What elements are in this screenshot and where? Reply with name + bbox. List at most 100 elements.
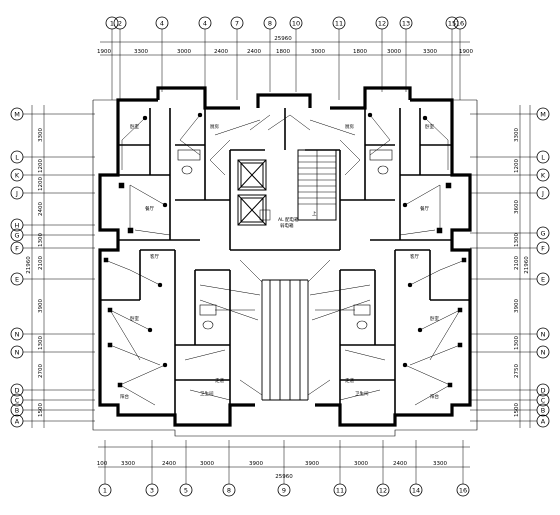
- svg-text:C: C: [15, 397, 20, 405]
- light-fixture-icon: [402, 362, 408, 368]
- dim-label: 2750: [514, 364, 520, 378]
- axis-bubble-top: 8: [263, 16, 277, 30]
- svg-text:12: 12: [378, 20, 386, 28]
- room-label: 走道: [215, 377, 224, 384]
- panel-note: 弱电箱: [280, 222, 294, 229]
- axis-bubble-left: N: [10, 327, 24, 341]
- dim-label: 1500: [38, 403, 44, 417]
- socket-icon: [457, 307, 463, 313]
- light-fixture-icon: [197, 112, 203, 118]
- room-label: 餐厅: [145, 205, 154, 212]
- svg-text:L: L: [15, 154, 19, 162]
- axis-bubble-top: 16: [453, 16, 467, 30]
- svg-text:A: A: [541, 418, 546, 426]
- bottom-axis-bubbles: 1 3 5 8 9 11 12 14 16: [98, 483, 470, 497]
- dim-label: 2400: [214, 49, 228, 55]
- socket-icon: [107, 307, 113, 313]
- svg-text:D: D: [14, 387, 19, 395]
- room-label: 走道: [345, 377, 354, 384]
- svg-text:2: 2: [118, 20, 122, 28]
- svg-text:K: K: [541, 172, 546, 180]
- svg-text:12: 12: [379, 487, 387, 495]
- switch-icon: [445, 182, 452, 189]
- axis-bubble-left: L: [10, 150, 24, 164]
- socket-icon: [117, 382, 123, 388]
- axis-bubble-bottom: 9: [277, 483, 291, 497]
- svg-text:16: 16: [459, 487, 467, 495]
- axis-bubble-right: N: [536, 327, 550, 341]
- dim-label: 1300: [514, 336, 520, 350]
- svg-text:13: 13: [402, 20, 410, 28]
- room-label: 客厅: [150, 253, 159, 260]
- dim-label: 3300: [423, 49, 437, 55]
- svg-text:C: C: [541, 397, 546, 405]
- svg-text:L: L: [541, 154, 545, 162]
- bottom-dimensions: 100 3300 2400 3000 3900 3900 3000 2400 3…: [97, 461, 448, 480]
- svg-text:1: 1: [103, 487, 107, 495]
- axis-bubble-right: N: [536, 345, 550, 359]
- svg-text:11: 11: [335, 20, 343, 28]
- axis-bubble-left: N: [10, 345, 24, 359]
- room-label: 卫生间: [200, 390, 214, 397]
- dim-label: 2700: [38, 364, 44, 378]
- light-fixture-icon: [162, 202, 168, 208]
- dim-label: 3000: [200, 461, 214, 467]
- axis-bubble-right: L: [536, 150, 550, 164]
- dim-label: 1300: [38, 233, 44, 247]
- svg-text:N: N: [15, 349, 20, 357]
- svg-text:G: G: [14, 232, 19, 240]
- switch-icon: [118, 182, 125, 189]
- dim-label: 3000: [177, 49, 191, 55]
- axis-bubble-right: G: [536, 226, 550, 240]
- dim-label: 1800: [276, 49, 290, 55]
- light-fixture-icon: [367, 112, 373, 118]
- axis-bubble-left: K: [10, 168, 24, 182]
- room-label: 卧室: [430, 315, 439, 322]
- dim-label: 2100: [38, 256, 44, 270]
- dim-label: 3900: [514, 299, 520, 313]
- panel-note: AL 配电箱: [278, 216, 299, 223]
- top-dimensions: 25960 1900 3300 3000 2400 2400 1800 3000…: [97, 36, 473, 55]
- dim-label: 1300: [514, 233, 520, 247]
- axis-bubble-bottom: 16: [456, 483, 470, 497]
- left-axis-bubbles: M L K J H G F E N N D C B A: [10, 107, 24, 428]
- axis-bubble-left: G: [10, 228, 24, 242]
- dim-label: 1200: [38, 159, 44, 173]
- room-label: 厨房: [345, 123, 354, 130]
- corridor: [261, 279, 309, 401]
- left-total-dim: 21960: [26, 256, 32, 274]
- axis-bubble-left: A: [10, 414, 24, 428]
- axis-bubble-left: F: [10, 241, 24, 255]
- dim-label: 1200: [514, 159, 520, 173]
- axis-bubble-bottom: 5: [179, 483, 193, 497]
- dim-label: 100: [97, 461, 108, 467]
- dim-label: 1900: [97, 49, 111, 55]
- svg-text:14: 14: [412, 487, 420, 495]
- left-axis-lines: [23, 105, 95, 428]
- svg-text:E: E: [541, 276, 545, 284]
- light-fixture-icon: [417, 327, 423, 333]
- axis-bubble-right: M: [536, 107, 550, 121]
- switch-icon: [127, 227, 134, 234]
- room-label: 阳台: [120, 393, 129, 400]
- svg-text:15: 15: [448, 20, 456, 28]
- bathroom-fixtures: [177, 149, 393, 330]
- bottom-axis-lines: [98, 440, 470, 484]
- axis-bubble-left: E: [10, 272, 24, 286]
- room-label: 客厅: [410, 253, 419, 260]
- light-fixture-icon: [422, 115, 428, 121]
- axis-bubble-top: 7: [230, 16, 244, 30]
- socket-icon: [447, 382, 453, 388]
- left-dimensions: 3300 1200 1200 2400 1300 2100 3900 1300 …: [26, 128, 44, 417]
- svg-text:M: M: [14, 111, 20, 119]
- top-axis-bubbles: 1 2 4 4 7 8 10 11 12 13 15 16: [105, 16, 467, 30]
- dim-label: 3300: [121, 461, 135, 467]
- right-dimensions: 3300 1200 3600 1300 2100 3900 1300 2750 …: [514, 128, 530, 417]
- dim-label: 1800: [353, 49, 367, 55]
- room-label: 阳台: [430, 393, 439, 400]
- light-fixture-icon: [407, 282, 413, 288]
- axis-bubble-top: 10: [289, 16, 303, 30]
- panel-box-icon: [259, 209, 271, 221]
- svg-text:H: H: [15, 222, 20, 230]
- room-labels: 卧室 卧室 厨房 厨房 餐厅 餐厅 客厅 客厅 卧室 卧室 卫生间 卫生间 阳台…: [120, 123, 439, 400]
